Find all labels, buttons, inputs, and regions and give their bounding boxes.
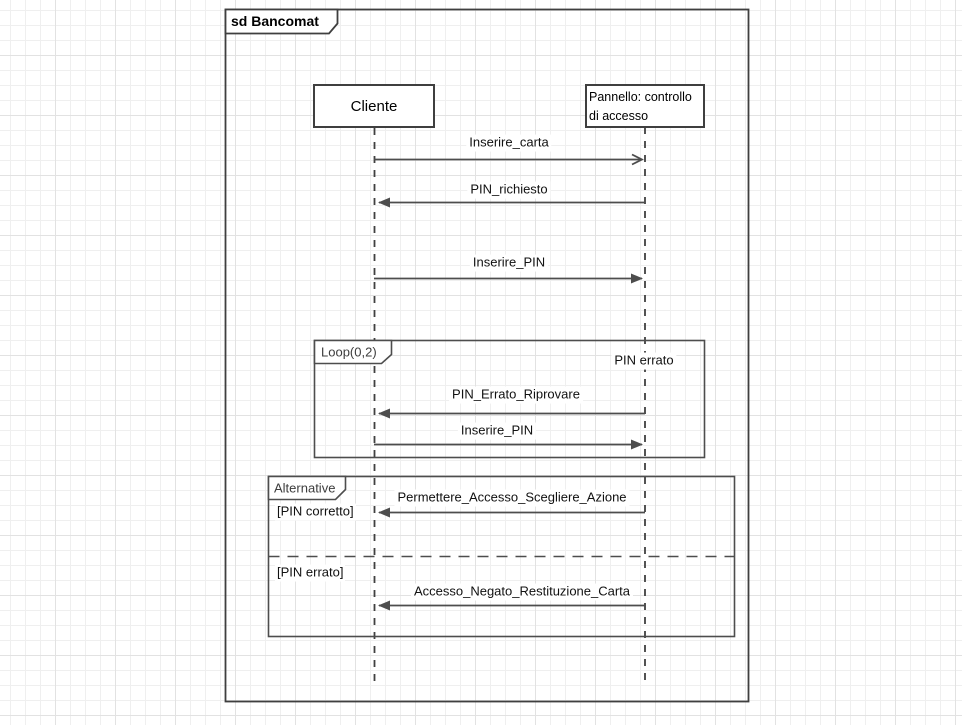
message-label-inserire-pin[interactable]: Inserire_PIN	[469, 254, 549, 272]
message-label-inserire-carta[interactable]: Inserire_carta	[466, 134, 552, 152]
sequence-frame-border[interactable]	[224, 8, 750, 703]
loop-fragment-tab[interactable]	[313, 339, 393, 365]
actor-box-pannello[interactable]: Pannello: controllo di accesso	[585, 84, 705, 128]
sequence-frame-title-tab[interactable]	[224, 8, 339, 35]
frame-title[interactable]: sd Bancomat	[231, 13, 319, 29]
message-label-inserire-pin-2[interactable]: Inserire_PIN	[457, 422, 537, 440]
guard-label-pin-corretto[interactable]: [PIN corretto]	[275, 503, 356, 521]
alternative-fragment-tab[interactable]	[267, 475, 347, 501]
loop-fragment-label[interactable]: Loop(0,2)	[321, 344, 377, 360]
loop-note-pin-errato[interactable]: PIN errato	[611, 352, 677, 370]
actor-label-pannello: Pannello: controllo di accesso	[589, 90, 692, 124]
message-label-pin-richiesto[interactable]: PIN_richiesto	[467, 181, 551, 199]
guard-label-pin-errato[interactable]: [PIN errato]	[275, 564, 346, 582]
actor-box-cliente[interactable]: Cliente	[313, 84, 435, 128]
message-label-permettere-accesso[interactable]: Permettere_Accesso_Scegliere_Azione	[394, 489, 630, 507]
alternative-fragment-label[interactable]: Alternative	[274, 480, 336, 496]
loop-fragment-border[interactable]	[313, 339, 706, 459]
actor-label-cliente: Cliente	[350, 97, 398, 115]
message-label-accesso-negato[interactable]: Accesso_Negato_Restituzione_Carta	[410, 583, 634, 601]
message-label-pin-errato-riprovare[interactable]: PIN_Errato_Riprovare	[449, 386, 583, 404]
